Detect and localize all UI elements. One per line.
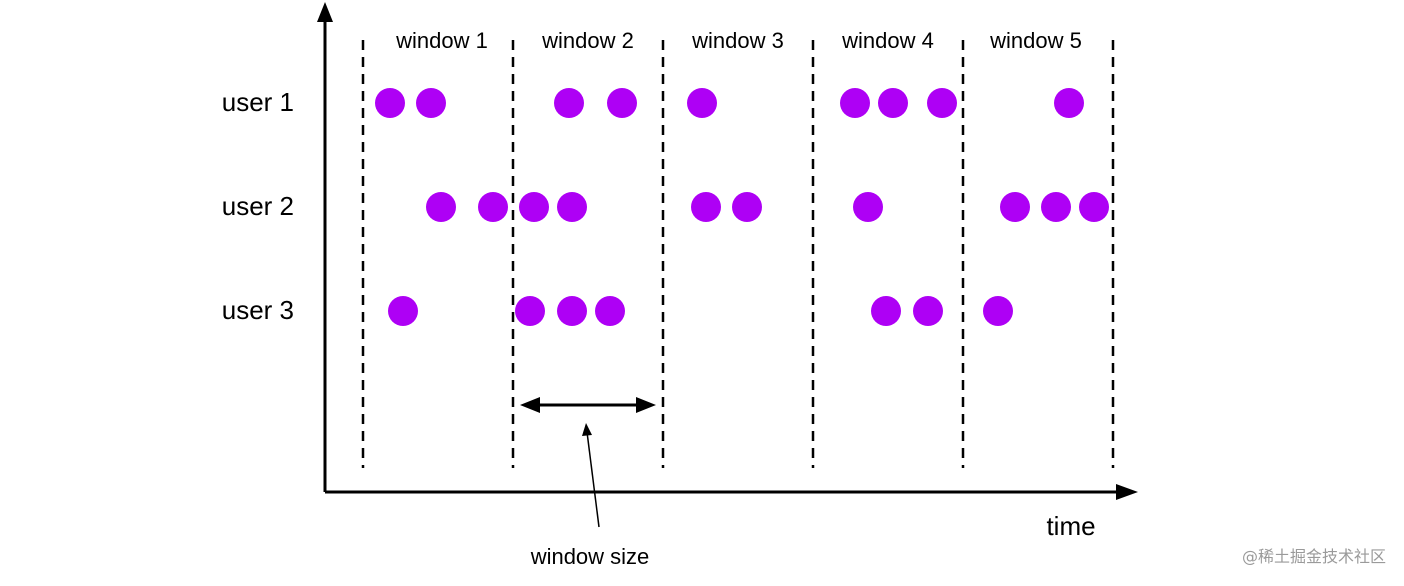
window-labels: window 1 window 2 window 3 window 4 wind… bbox=[395, 28, 1082, 53]
window-size-arrowhead-left bbox=[520, 397, 540, 413]
window-label: window 4 bbox=[841, 28, 934, 53]
events bbox=[375, 88, 1109, 326]
user-labels: user 1 user 2 user 3 bbox=[222, 87, 294, 325]
window-label: window 2 bbox=[541, 28, 634, 53]
event-dot bbox=[416, 88, 446, 118]
window-size-pointer-head bbox=[582, 423, 592, 436]
event-dot bbox=[607, 88, 637, 118]
window-size-indicator: window size bbox=[520, 397, 656, 569]
event-dot bbox=[1041, 192, 1071, 222]
window-label: window 3 bbox=[691, 28, 784, 53]
event-dot bbox=[687, 88, 717, 118]
event-dot bbox=[519, 192, 549, 222]
window-label: window 5 bbox=[989, 28, 1082, 53]
event-dot bbox=[853, 192, 883, 222]
x-axis-label: time bbox=[1046, 511, 1095, 541]
window-size-pointer bbox=[586, 431, 600, 528]
event-dot bbox=[557, 296, 587, 326]
event-dot bbox=[1000, 192, 1030, 222]
watermark: @稀土掘金技术社区 bbox=[1242, 547, 1386, 566]
event-dot bbox=[595, 296, 625, 326]
event-dot bbox=[426, 192, 456, 222]
event-dot bbox=[557, 192, 587, 222]
event-dot bbox=[1054, 88, 1084, 118]
event-dot bbox=[927, 88, 957, 118]
event-dot bbox=[375, 88, 405, 118]
user-label: user 3 bbox=[222, 295, 294, 325]
window-size-label: window size bbox=[530, 544, 650, 569]
event-dot bbox=[878, 88, 908, 118]
window-boundaries bbox=[361, 40, 1115, 468]
event-dot bbox=[554, 88, 584, 118]
event-dot bbox=[388, 296, 418, 326]
event-dot bbox=[840, 88, 870, 118]
event-dot bbox=[871, 296, 901, 326]
event-dot bbox=[691, 192, 721, 222]
axes bbox=[317, 2, 1138, 500]
user-label: user 2 bbox=[222, 191, 294, 221]
event-dot bbox=[515, 296, 545, 326]
event-dot bbox=[1079, 192, 1109, 222]
event-dot bbox=[983, 296, 1013, 326]
window-label: window 1 bbox=[395, 28, 488, 53]
window-size-arrowhead-right bbox=[636, 397, 656, 413]
event-dot bbox=[732, 192, 762, 222]
y-axis-arrowhead bbox=[317, 2, 333, 22]
event-dot bbox=[913, 296, 943, 326]
user-label: user 1 bbox=[222, 87, 294, 117]
x-axis-arrowhead bbox=[1116, 484, 1138, 500]
event-dot bbox=[478, 192, 508, 222]
